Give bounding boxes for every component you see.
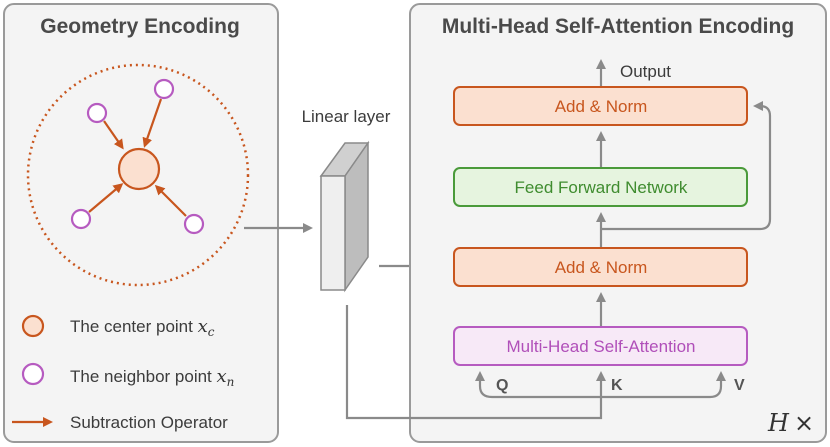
subtraction-arrow-2 <box>142 98 163 148</box>
legend: The center point xc The neighbor point x… <box>12 314 234 432</box>
add-norm-top-label: Add & Norm <box>555 97 648 116</box>
neighbor-point-4 <box>183 213 205 235</box>
subtraction-arrow-3 <box>88 183 124 213</box>
add-norm-top-box <box>453 86 748 126</box>
legend-neighbor-swatch <box>21 362 45 386</box>
q-label: Q <box>496 377 508 394</box>
legend-center-swatch <box>21 314 45 338</box>
repeat-times: × <box>794 409 814 437</box>
linear-layer-label: Linear layer <box>302 107 391 126</box>
neighbor-point-2 <box>153 78 175 100</box>
legend-operator-label: Subtraction Operator <box>70 413 228 432</box>
attention-panel: Multi-Head Self-Attention Encoding Outpu… <box>345 3 827 443</box>
mhsa-label: Multi-Head Self-Attention <box>507 337 696 356</box>
linear-slab-front <box>320 175 346 291</box>
geometry-encoding-title: Geometry Encoding <box>40 15 240 38</box>
subtraction-arrow-1 <box>103 120 124 150</box>
k-label: K <box>611 377 623 394</box>
neighbor-point-3 <box>70 208 92 230</box>
legend-neighbor-label: The neighbor point xn <box>70 366 234 389</box>
add-norm-bottom-label: Add & Norm <box>555 258 648 277</box>
mhsa-box <box>453 326 748 366</box>
ffn-label: Feed Forward Network <box>515 178 688 197</box>
linear-layer: Linear layer <box>244 107 449 293</box>
neighbor-point-1 <box>86 102 108 124</box>
subtraction-arrow-4 <box>154 184 187 217</box>
v-label: V <box>734 377 745 394</box>
add-norm-bottom-box <box>453 247 748 287</box>
repeat-var: H <box>767 409 790 437</box>
v-input-arrow <box>601 371 726 399</box>
ffn-box <box>453 167 748 207</box>
output-label: Output <box>620 62 671 81</box>
geometry-encoding-panel: Geometry Encoding The center point xc Th… <box>3 3 279 443</box>
residual-ffn-arrow <box>601 101 772 231</box>
attention-title: Multi-Head Self-Attention Encoding <box>442 15 794 38</box>
neighborhood-circle <box>26 63 250 287</box>
legend-center-label: The center point xc <box>70 316 215 339</box>
q-input-arrow <box>475 371 601 399</box>
center-point <box>117 147 161 191</box>
